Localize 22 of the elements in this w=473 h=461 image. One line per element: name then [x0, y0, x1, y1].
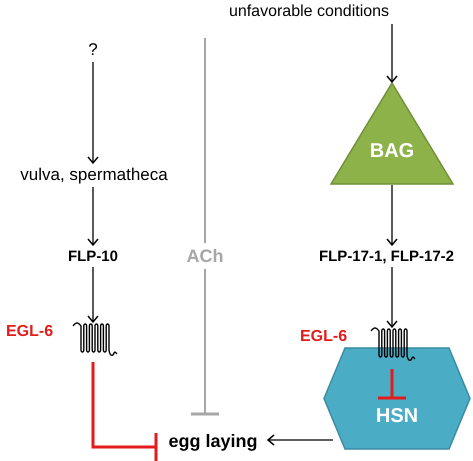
peptide-label: FLP-10 — [58, 245, 128, 267]
arrow — [87, 187, 99, 246]
inhibition-line — [92, 362, 158, 461]
arrow — [386, 267, 398, 328]
connector-line — [204, 38, 206, 243]
receptor-label: EGL-6 — [300, 328, 348, 346]
inhibition-line — [376, 369, 408, 400]
question-mark-label: ? — [80, 38, 106, 62]
arrow — [87, 62, 99, 164]
transmitter-label: ACh — [180, 243, 230, 269]
neuron-label: HSN — [374, 405, 420, 428]
arrow — [87, 267, 99, 323]
receptor-label: EGL-6 — [6, 323, 54, 341]
behavior-label: egg laying — [158, 428, 268, 454]
arrow — [386, 24, 398, 83]
arrow — [267, 434, 333, 446]
peptide-label: FLP-17-1, FLP-17-2 — [300, 245, 473, 267]
arrow — [386, 185, 398, 246]
condition-label: unfavorable conditions — [214, 0, 404, 24]
tissue-label: vulva, spermatheca — [2, 163, 186, 187]
neuron-label: BAG — [368, 140, 416, 163]
inhibition-line — [190, 269, 220, 416]
